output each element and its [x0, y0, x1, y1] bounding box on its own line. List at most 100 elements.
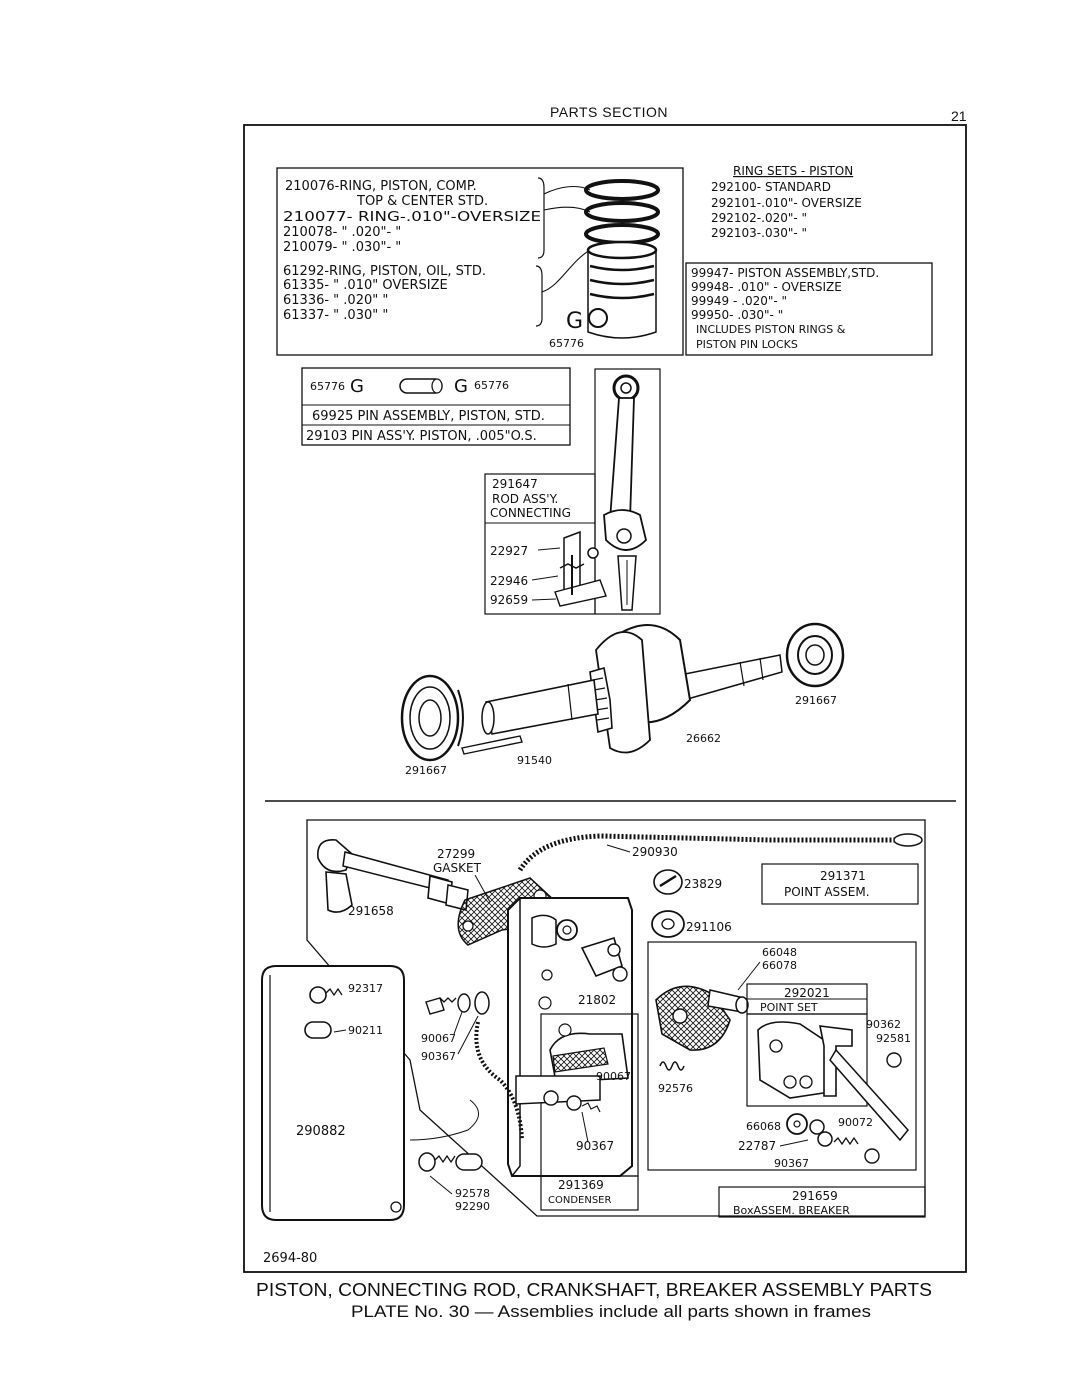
screw-d: 90367 [774, 1157, 809, 1170]
piston-pin-lock-icon: G [566, 309, 583, 334]
screw-b: 92581 [876, 1032, 911, 1045]
ring-line: 210077- RING-.010"-OVERSIZE [283, 210, 541, 225]
rod-number: 291647 [492, 477, 538, 491]
piston-callout: 65776 [549, 337, 584, 350]
breaker-lead-wire [517, 833, 895, 872]
spring-3: 92576 [658, 1082, 693, 1095]
breaker-cover-drawing [261, 965, 405, 1221]
terminal-drawing [425, 991, 490, 1015]
spring-2: 66078 [762, 959, 797, 972]
piston-assembly-frame [685, 262, 933, 356]
condenser-label: CONDENSER [548, 1195, 611, 1206]
pin-assembly-std: 69925 PIN ASSEMBLY, PISTON, STD. [312, 409, 545, 424]
point-set-outer-frame [647, 941, 917, 1171]
crankshaft-number: 26662 [686, 732, 721, 745]
ring-set-line: 292103-.030"- " [711, 226, 807, 240]
point-set-label: POINT SET [760, 1001, 818, 1014]
bearing-left: 291667 [405, 764, 447, 777]
cover-plug: 90211 [348, 1024, 383, 1037]
piston-assembly-list: 99947- PISTON ASSEMBLY,STD. 99948- .010"… [691, 266, 879, 351]
page-number: 21 [951, 108, 967, 124]
ring-line: 210079- " .030"- " [283, 240, 401, 255]
dipper-number: 22927 [490, 544, 528, 558]
ring-line: 210076-RING, PISTON, COMP. [285, 179, 477, 194]
assembly-line: 99950- .030"- " [691, 308, 783, 322]
plug-drawing [653, 869, 683, 895]
plate-frame [243, 124, 967, 1273]
condenser-label-frame [540, 1175, 639, 1211]
piston-rings-list: 210076-RING, PISTON, COMP. TOP & CENTER … [283, 179, 541, 323]
condenser-number: 291369 [558, 1178, 604, 1192]
breaker-rod-drawing [317, 839, 469, 913]
piston-rings-drawing: G [566, 179, 660, 339]
condenser-drawing [515, 1023, 629, 1113]
pin-frame [301, 367, 571, 446]
nut-number: 90072 [838, 1116, 873, 1129]
section-header: PARTS SECTION [550, 104, 668, 120]
rod-label-frame [484, 473, 596, 615]
ring-sets-block: RING SETS - PISTON 292100- STANDARD 2921… [711, 164, 862, 240]
grommet-drawing [651, 910, 685, 938]
pin-lock-icon: G [454, 376, 468, 397]
assembly-line: PISTON PIN LOCKS [696, 338, 798, 351]
box-assem-frame [718, 1186, 926, 1218]
rod-291658: 291658 [348, 904, 394, 918]
point-set-drawing [757, 1021, 909, 1142]
bolt-number: 92659 [490, 593, 528, 607]
cond-screw-2: 90367 [576, 1139, 614, 1153]
connecting-rod-drawing [603, 374, 647, 611]
assembly-line: 99947- PISTON ASSEMBLY,STD. [691, 266, 879, 280]
pin-assembly-os: 29103 PIN ASS'Y. PISTON, .005"O.S. [306, 429, 537, 444]
point-assem-number: 291371 [820, 869, 866, 883]
rod-label: CONNECTING [490, 506, 571, 520]
box-number: 291659 [792, 1189, 838, 1203]
lead-2: 92290 [455, 1200, 490, 1213]
lead-1: 92578 [455, 1187, 490, 1200]
cover-screw: 92317 [348, 982, 383, 995]
ring-set-line: 292101-.010"- OVERSIZE [711, 196, 862, 210]
box-label: BoxASSEM. BREAKER [733, 1204, 850, 1217]
grommet-number: 291106 [686, 920, 732, 934]
ring-line: TOP & CENTER STD. [356, 194, 488, 209]
ring-line: 210078- " .020"- " [283, 225, 401, 240]
key-number: 91540 [517, 754, 552, 767]
assembly-line: 99948- .010" - OVERSIZE [691, 280, 842, 294]
point-set-frame [746, 1013, 868, 1107]
assembly-line: INCLUDES PISTON RINGS & [696, 323, 846, 336]
point-assem-frame [761, 863, 919, 905]
ring-line: 61336- " .020" " [283, 293, 388, 308]
assembly-line: 99949 - .020"- " [691, 294, 787, 308]
screw-a: 90362 [866, 1018, 901, 1031]
pin-lock-left: 65776 [310, 380, 345, 393]
screw-c: 22787 [738, 1139, 776, 1153]
lock-number: 22946 [490, 574, 528, 588]
washer-number: 66068 [746, 1120, 781, 1133]
gasket-label: GASKET [433, 861, 482, 875]
cond-screw-1: 90067 [596, 1070, 631, 1083]
cover-number: 290882 [296, 1124, 346, 1139]
ring-line: 61335- " .010" OVERSIZE [283, 278, 448, 293]
plug-number: 23829 [684, 877, 722, 891]
point-set-number: 292021 [784, 986, 830, 1000]
lead-drawing [409, 1099, 483, 1172]
ring-line: 61337- " .030" " [283, 308, 388, 323]
ring-set-line: 292100- STANDARD [711, 180, 831, 194]
gasket-number: 27299 [437, 847, 475, 861]
plate-code: 2694-80 [263, 1251, 317, 1266]
ring-line: 61292-RING, PISTON, OIL, STD. [283, 264, 486, 279]
breaker-plate-drawing [655, 985, 749, 1051]
crankshaft-drawing [400, 622, 845, 762]
rod-label: ROD ASS'Y. [492, 492, 558, 506]
spring-3-drawing [659, 1061, 685, 1071]
ring-sets-title: RING SETS - PISTON [733, 164, 853, 178]
washer-nut-drawing [786, 1113, 880, 1164]
cam-number: 21802 [578, 993, 616, 1007]
bearing-right: 291667 [795, 694, 837, 707]
caption-subtitle: PLATE No. 30 — Assemblies include all pa… [351, 1302, 871, 1321]
pin-lock-right: 65776 [474, 379, 509, 392]
pin-lock-icon: G [350, 376, 364, 397]
terminal-2: 90367 [421, 1050, 456, 1063]
ring-set-line: 292102-.020"- " [711, 211, 807, 225]
wire-number: 290930 [632, 845, 678, 859]
